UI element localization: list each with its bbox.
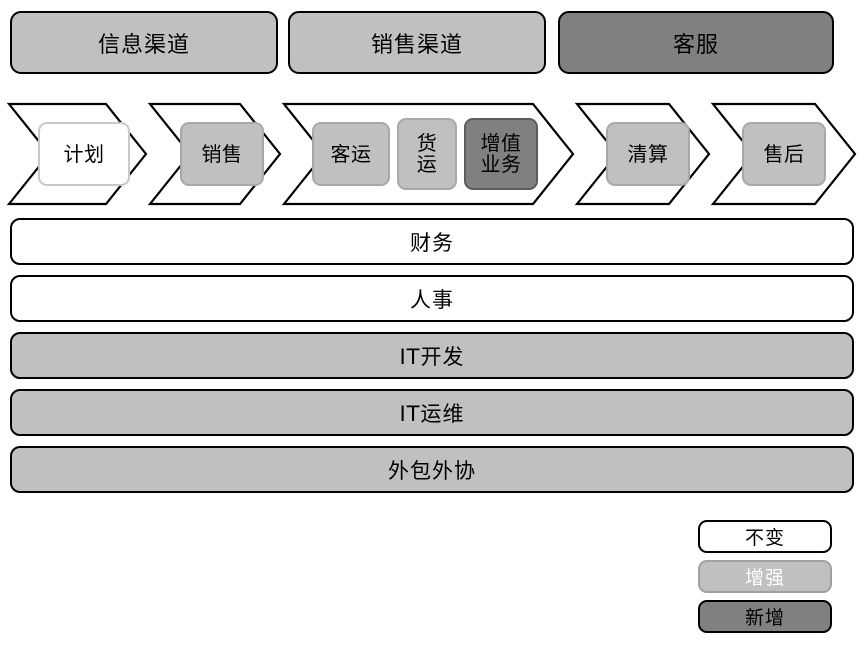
- stage-label: 客运: [330, 141, 372, 166]
- support-bar-label: 外包外协: [388, 458, 476, 483]
- support-bar-label: IT运维: [399, 401, 465, 426]
- channel-label: 客服: [672, 32, 719, 58]
- legend-label: 不变: [744, 527, 785, 549]
- support-bar-label: IT开发: [399, 344, 465, 369]
- channel-box-customer-service[interactable]: 客服: [558, 11, 834, 74]
- support-function-stack: 财务 人事 IT开发 IT运维 外包外协: [10, 218, 854, 503]
- channel-box-sales[interactable]: 销售渠道: [288, 11, 546, 74]
- legend-item-new: 新增: [698, 600, 832, 633]
- stage-label: 清算: [627, 141, 669, 166]
- legend: 不变 增强 新增: [698, 520, 832, 640]
- stage-label: 货运: [416, 131, 438, 176]
- stage-label: 销售: [201, 141, 243, 166]
- stage-box-settlement[interactable]: 清算: [606, 122, 690, 186]
- stage-label: 售后: [763, 141, 805, 166]
- stage-box-freight-transport[interactable]: 货运: [397, 118, 457, 190]
- process-band: 计划 销售 客运 货运 增值业务 清算 售后: [0, 96, 864, 212]
- stage-box-plan[interactable]: 计划: [38, 122, 130, 186]
- support-bar-it-development[interactable]: IT开发: [10, 332, 854, 379]
- legend-label: 增强: [744, 567, 785, 589]
- support-bar-it-operations[interactable]: IT运维: [10, 389, 854, 436]
- support-bar-outsourcing[interactable]: 外包外协: [10, 446, 854, 493]
- stage-label: 增值业务: [480, 131, 522, 176]
- stage-label: 计划: [63, 141, 105, 166]
- channel-row: 信息渠道 销售渠道 客服: [0, 0, 864, 90]
- stage-box-sales[interactable]: 销售: [180, 122, 264, 186]
- stage-box-passenger-transport[interactable]: 客运: [312, 122, 390, 186]
- stage-box-value-added-services[interactable]: 增值业务: [464, 118, 538, 190]
- support-bar-finance[interactable]: 财务: [10, 218, 854, 265]
- support-bar-label: 人事: [410, 287, 454, 312]
- support-bar-label: 财务: [410, 230, 454, 255]
- support-bar-hr[interactable]: 人事: [10, 275, 854, 322]
- channel-label: 销售渠道: [370, 32, 463, 58]
- legend-item-enhanced: 增强: [698, 560, 832, 593]
- channel-label: 信息渠道: [97, 32, 190, 58]
- legend-label: 新增: [744, 607, 785, 629]
- channel-box-information[interactable]: 信息渠道: [10, 11, 278, 74]
- stage-box-aftersales[interactable]: 售后: [742, 122, 826, 186]
- legend-item-unchanged: 不变: [698, 520, 832, 553]
